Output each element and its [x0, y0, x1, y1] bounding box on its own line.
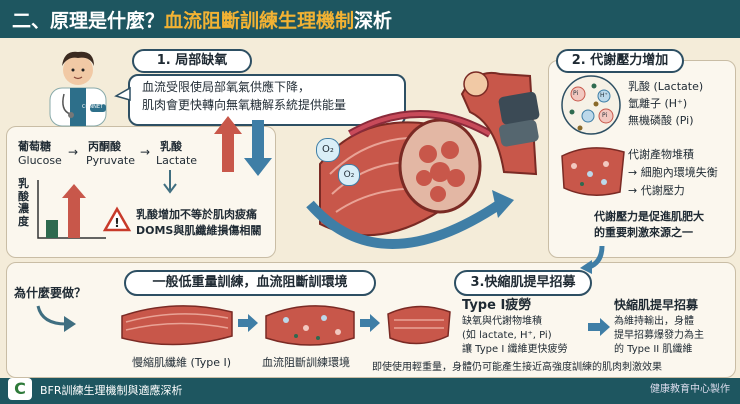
to-section3-arrow-icon — [580, 245, 605, 274]
imbalance-text: → 細胞內環境失衡 — [628, 166, 718, 179]
bar-low — [46, 220, 58, 238]
slow-fiber-illustration — [121, 305, 233, 346]
lactate-bar-chart — [37, 180, 106, 239]
fast-line-2: 提早招募爆發力為主 — [614, 330, 704, 341]
o2-bubble-a: O₂ — [316, 138, 340, 162]
glucose-en: Glucose — [18, 154, 62, 167]
blue-arrow-icon — [244, 120, 272, 176]
metabolite-phosphate: 無機磷酸 (Pi) — [628, 114, 694, 127]
particle-h: H⁺ — [600, 92, 608, 99]
key-line-1: 代謝壓力是促進肌肥大 — [594, 210, 704, 223]
fatigued-fiber-illustration — [387, 305, 451, 345]
fast-line-1: 為維持輸出，身體 — [614, 316, 694, 327]
arrow-fiber-2-icon — [360, 314, 380, 332]
red-arrow-icon — [214, 116, 242, 172]
section3-label: 3.快縮肌提早招募 — [454, 270, 592, 296]
footer-credit: 健康教育中心製作 — [650, 384, 730, 395]
logo: C — [8, 378, 32, 400]
section1-label: 1. 局部缺氧 — [132, 49, 252, 73]
bfr-env-label: 血流阻斷訓練環境 — [262, 356, 350, 369]
glucose-zh: 葡萄糖 — [18, 140, 51, 153]
arrow-2: → — [140, 145, 151, 159]
pyruvate-en: Pyruvate — [86, 154, 135, 167]
fast-title: 快縮肌提早招募 — [614, 298, 699, 312]
metabolite-lactate: 乳酸 (Lactate) — [628, 80, 704, 93]
particle-pi-b: Pi — [602, 112, 608, 119]
header-bar — [0, 0, 740, 38]
key-line-2: 的重要刺激來源之一 — [594, 226, 693, 239]
bubble-line-1: 血流受限使局部氧氣供應下降， — [142, 80, 311, 94]
title-part2: 血流阻斷訓練生理機制 — [164, 10, 355, 32]
bfr-env-illustration — [265, 305, 355, 346]
lactate-en: Lactate — [156, 154, 198, 167]
metabolite-particles — [561, 75, 621, 135]
accum-text: 代謝產物堆積 — [628, 148, 694, 161]
pyruvate-zh: 丙酮酸 — [88, 140, 121, 153]
compare-label: 一般低重量訓練，血流阻斷訓環境 — [124, 270, 376, 296]
doctor-badge: CONNET — [82, 104, 104, 110]
stress-text: → 代謝壓力 — [628, 184, 685, 197]
why-arrow-icon — [36, 305, 76, 332]
section2-label: 2. 代謝壓力增加 — [556, 49, 684, 73]
fast-line-3: 的 Type II 肌纖維 — [614, 344, 693, 355]
footer-bar — [0, 378, 740, 404]
o2-bubble-b: O₂ — [338, 164, 360, 186]
curved-arrow-icon — [306, 199, 503, 249]
fist — [463, 71, 489, 97]
warning-line-2: DOMS與肌纖維損傷相關 — [136, 224, 262, 237]
why-text: 為什麼要做？ — [14, 286, 87, 300]
arrow-1: → — [68, 145, 79, 159]
metabolite-hydrogen: 氫離子 (H⁺) — [628, 97, 688, 110]
arrow-fast-icon — [588, 318, 610, 336]
warning-line-1: 乳酸增加不等於肌肉疲痛 — [136, 208, 257, 221]
conclusion-text: 即使使用輕重量，身體仍可能產生接近高強度訓練的肌肉刺激效果 — [372, 362, 662, 373]
title-part3: 深析 — [354, 10, 393, 32]
particle-pi-a: Pi — [573, 90, 579, 97]
muscle-illustration — [214, 71, 540, 249]
bfr-cuff-icon — [498, 91, 540, 125]
warning-icon: ! — [102, 206, 132, 232]
type1-line-1: 缺氧與代謝物堆積 — [462, 316, 542, 327]
type1-line-2: (如 lactate, H⁺, Pi) — [462, 330, 552, 341]
bubble-tail — [114, 86, 131, 101]
fiber-accumulation — [561, 147, 625, 196]
rising-arrow-icon — [62, 184, 86, 238]
lactate-conc-label: 乳酸濃度 — [18, 177, 29, 228]
footer-caption: BFR訓練生理機制與適應深析 — [40, 384, 183, 397]
bubble-line-2: 肌肉會更快轉向無氧糖解系統提供能量 — [142, 98, 347, 112]
svg-text:!: ! — [114, 216, 119, 230]
type1-title: Type I疲勞 — [462, 298, 532, 313]
page-title: 二、原理是什麼？血流阻斷訓練生理機制深析 — [12, 6, 392, 33]
type1-line-3: 讓 Type I 纖維更快疲勞 — [462, 344, 568, 355]
lactate-zh: 乳酸 — [160, 140, 182, 153]
speech-bubble — [128, 74, 406, 126]
slow-fiber-label: 慢縮肌纖維 (Type I) — [132, 356, 232, 369]
title-part1: 二、原理是什麼？ — [12, 10, 165, 32]
doctor-illustration — [49, 51, 107, 127]
arrow-fiber-1-icon — [238, 314, 258, 332]
down-arrow-icon — [163, 170, 177, 194]
